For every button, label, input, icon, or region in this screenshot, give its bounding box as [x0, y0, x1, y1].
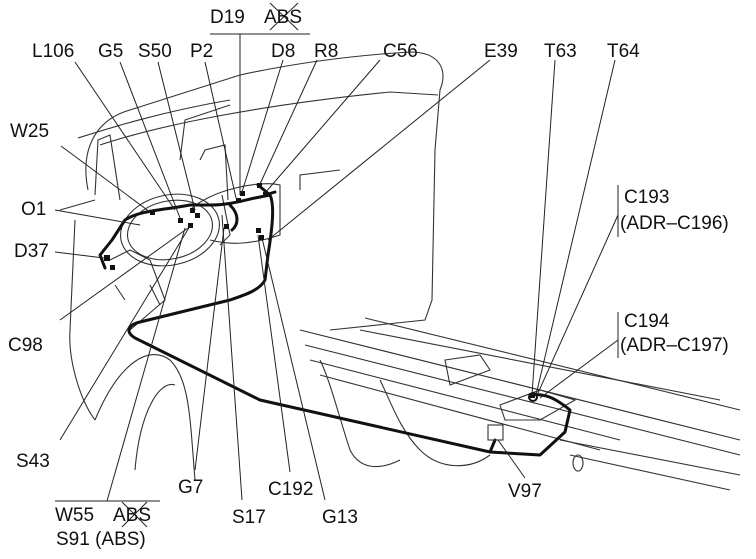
label-g7: G7: [178, 477, 204, 498]
label-t63: T63: [544, 41, 577, 62]
label-c193: C193: [624, 187, 670, 208]
wiring-harness: [98, 183, 572, 457]
label-c98: C98: [8, 335, 43, 356]
label-r8: R8: [314, 41, 339, 62]
label-d8: D8: [271, 41, 296, 62]
label-s43: S43: [16, 451, 50, 472]
label-s50: S50: [138, 41, 172, 62]
label-d37: D37: [14, 241, 49, 262]
label-v97: V97: [508, 481, 542, 502]
label-w55: W55: [55, 505, 95, 526]
label-t64: T64: [607, 41, 640, 62]
label-w25: W25: [10, 121, 50, 142]
label-abs-crossed-top: ABS: [264, 7, 303, 28]
label-c192: C192: [268, 479, 314, 500]
label-g5: G5: [98, 41, 124, 62]
label-o1: O1: [21, 199, 47, 220]
truck-cab-outline: [59, 51, 444, 481]
label-d19: D19: [210, 7, 245, 28]
label-g13: G13: [322, 507, 358, 528]
label-c194: C194: [624, 311, 670, 332]
label-c56: C56: [383, 41, 418, 62]
label-e39: E39: [484, 41, 518, 62]
leader-lines: [54, 2, 619, 528]
label-s91-abs: S91 (ABS): [56, 529, 146, 550]
label-adr-c197: (ADR–C197): [620, 335, 729, 356]
label-adr-c196: (ADR–C196): [620, 213, 729, 234]
label-p2: P2: [190, 41, 214, 62]
label-l106: L106: [32, 41, 75, 62]
label-s17: S17: [232, 507, 266, 528]
label-abs-crossed-bottom: ABS: [113, 505, 152, 526]
